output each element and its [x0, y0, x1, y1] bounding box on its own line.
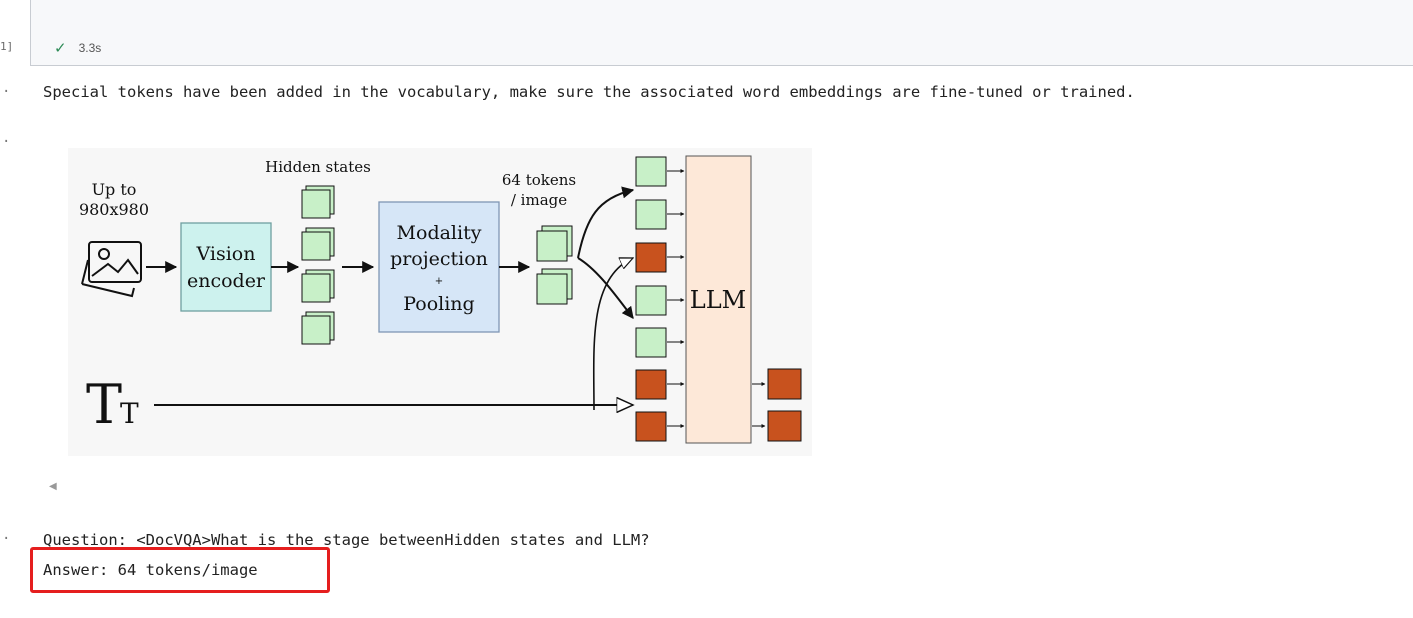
question-text: Question: <DocVQA>What is the stage betw…	[43, 531, 650, 549]
pooled-tokens	[536, 225, 573, 305]
output-bullet: ·	[2, 531, 11, 547]
input-size-value: 980x980	[79, 200, 149, 219]
architecture-diagram: Up to 980x980 Vision encoder Hidden stat…	[68, 148, 812, 456]
answer-text: Answer: 64 tokens/image	[43, 561, 258, 579]
modality-projection-box	[378, 201, 500, 333]
hidden-state-tokens	[301, 185, 335, 345]
execution-count: 1]	[0, 40, 14, 53]
input-size-label: Up to	[92, 180, 137, 199]
projection-label-1: Modality	[397, 222, 482, 244]
answer-highlight-box	[30, 547, 330, 593]
llm-output-tokens	[767, 368, 802, 442]
llm-input-tokens	[635, 156, 667, 442]
text-input-small: T	[120, 397, 139, 430]
projection-label-3: Pooling	[403, 293, 474, 315]
vision-encoder-label-2: encoder	[187, 270, 266, 292]
check-icon: ✓	[54, 39, 67, 57]
projection-label-2: projection	[390, 248, 488, 270]
text-input-big: T	[86, 373, 122, 436]
image-icon	[81, 241, 142, 298]
output-bullet: ·	[2, 134, 11, 150]
scroll-left-icon[interactable]: ◀	[49, 481, 57, 492]
vision-encoder-box	[180, 222, 272, 312]
output-bullet: ·	[2, 84, 11, 100]
vision-encoder-label-1: Vision	[196, 243, 256, 265]
tokens-label-2: / image	[511, 191, 567, 209]
hidden-states-label: Hidden states	[265, 158, 371, 176]
code-cell-input[interactable]	[30, 0, 1413, 66]
llm-box	[685, 155, 752, 444]
execution-status: ✓ 3.3s	[54, 39, 101, 57]
tokens-label-1: 64 tokens	[502, 171, 576, 189]
projection-plus: +	[435, 276, 443, 287]
llm-label: LLM	[690, 286, 746, 314]
execution-duration: 3.3s	[78, 41, 102, 55]
warning-text: Special tokens have been added in the vo…	[43, 83, 1135, 101]
